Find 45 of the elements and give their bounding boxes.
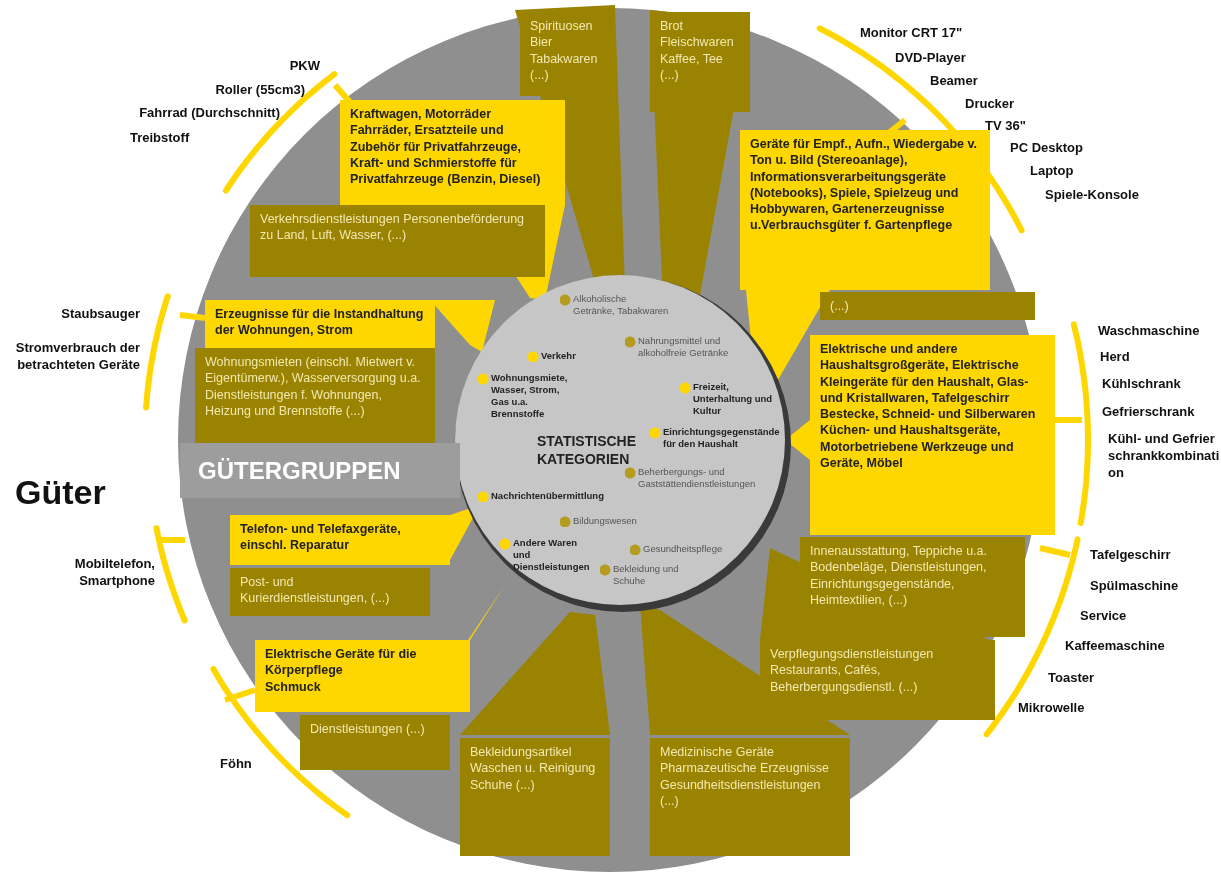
heading-label: Güter bbox=[15, 472, 107, 513]
product-label: PC Desktop bbox=[1010, 140, 1084, 157]
product-label: Kaffeemaschine bbox=[1065, 638, 1166, 655]
goods-box: Dienstleistungen (...) bbox=[300, 715, 450, 770]
group-band: GÜTERGRUPPEN bbox=[180, 443, 460, 498]
goods-box: Wohnungsmieten (einschl. Mietwert v. Eigentümerw.), Wasserversorgung u.a. Dienstleistungen f. Wohnungen, Heizung und Brennstoffe (...) bbox=[195, 348, 435, 443]
product-label: DVD-Player bbox=[895, 50, 967, 67]
product-label: Staubsauger bbox=[60, 306, 140, 323]
product-label: Fahrrad (Durchschnitt) bbox=[138, 105, 280, 122]
product-label: Mobiltelefon, Smartphone bbox=[73, 556, 155, 590]
goods-box: Verkehrsdienstleistungen Personenbeförderung zu Land, Luft, Wasser, (...) bbox=[250, 205, 545, 277]
product-label: PKW bbox=[288, 58, 320, 75]
category-label: Alkoholische Getränke, Tabakwaren bbox=[560, 293, 670, 317]
product-label: Beamer bbox=[930, 73, 979, 90]
product-label: Spiele-Konsole bbox=[1045, 187, 1140, 204]
product-label: Kühlschrank bbox=[1102, 376, 1182, 393]
goods-box: Brot Fleischwaren Kaffee, Tee (...) bbox=[650, 12, 750, 112]
goods-box: Bekleidungsartikel Waschen u. Reinigung Schuhe (...) bbox=[460, 738, 610, 856]
category-label: Verkehr bbox=[528, 350, 576, 362]
goods-box: Innenausstattung, Teppiche u.a. Bodenbeläge, Dienstleistungen, Einrichtungsgegenstände, Heimtextilien, (...) bbox=[800, 537, 1025, 637]
product-label: Drucker bbox=[965, 96, 1016, 113]
product-label: Spülmaschine bbox=[1090, 578, 1180, 595]
product-label: Laptop bbox=[1030, 163, 1075, 180]
product-label: Tafelgeschirr bbox=[1090, 547, 1172, 564]
goods-box: Elektrische und andere Haushaltsgroßgeräte, Elektrische Kleingeräte für den Haushalt, Glas- und Kristallwaren, Tafelgeschirr Bestecke, Schneid- und Silberwaren Küchen- und Haushaltsgeräte, Motorbetriebene Werkzeuge und Geräte, Möbel bbox=[810, 335, 1055, 535]
goods-box: Post- und Kurierdienstleistungen, (...) bbox=[230, 568, 430, 616]
product-label: Gefrierschrank bbox=[1102, 404, 1196, 421]
product-label: Roller (55cm3) bbox=[214, 82, 305, 99]
goods-box: Verpflegungsdienstleistungen Restaurants, Cafés, Beherbergungsdienstl. (...) bbox=[760, 640, 995, 720]
product-label: Monitor CRT 17" bbox=[860, 25, 964, 42]
product-label: Föhn bbox=[220, 756, 253, 773]
circle-title: STATISTISCHE KATEGORIEN bbox=[537, 433, 638, 468]
product-label: Service bbox=[1080, 608, 1128, 625]
product-label: Waschmaschine bbox=[1098, 323, 1201, 340]
product-label: Mikrowelle bbox=[1018, 700, 1086, 717]
goods-box bbox=[255, 640, 470, 712]
product-label: Stromverbrauch der betrachteten Geräte bbox=[14, 340, 140, 374]
goods-box: Medizinische Geräte Pharmazeutische Erzeugnisse Gesundheitsdienstleistungen (...) bbox=[650, 738, 850, 856]
product-label: Treibstoff bbox=[130, 130, 191, 147]
product-label: Herd bbox=[1100, 349, 1131, 366]
product-label: Toaster bbox=[1048, 670, 1095, 687]
goods-box: (...) bbox=[820, 292, 1035, 320]
box-text: Elektrische Geräte für die Körperpflege bbox=[265, 646, 418, 679]
product-label: Kühl- und Gefrierschrankkombination bbox=[1108, 431, 1220, 482]
box-text: Schmuck bbox=[265, 678, 322, 695]
